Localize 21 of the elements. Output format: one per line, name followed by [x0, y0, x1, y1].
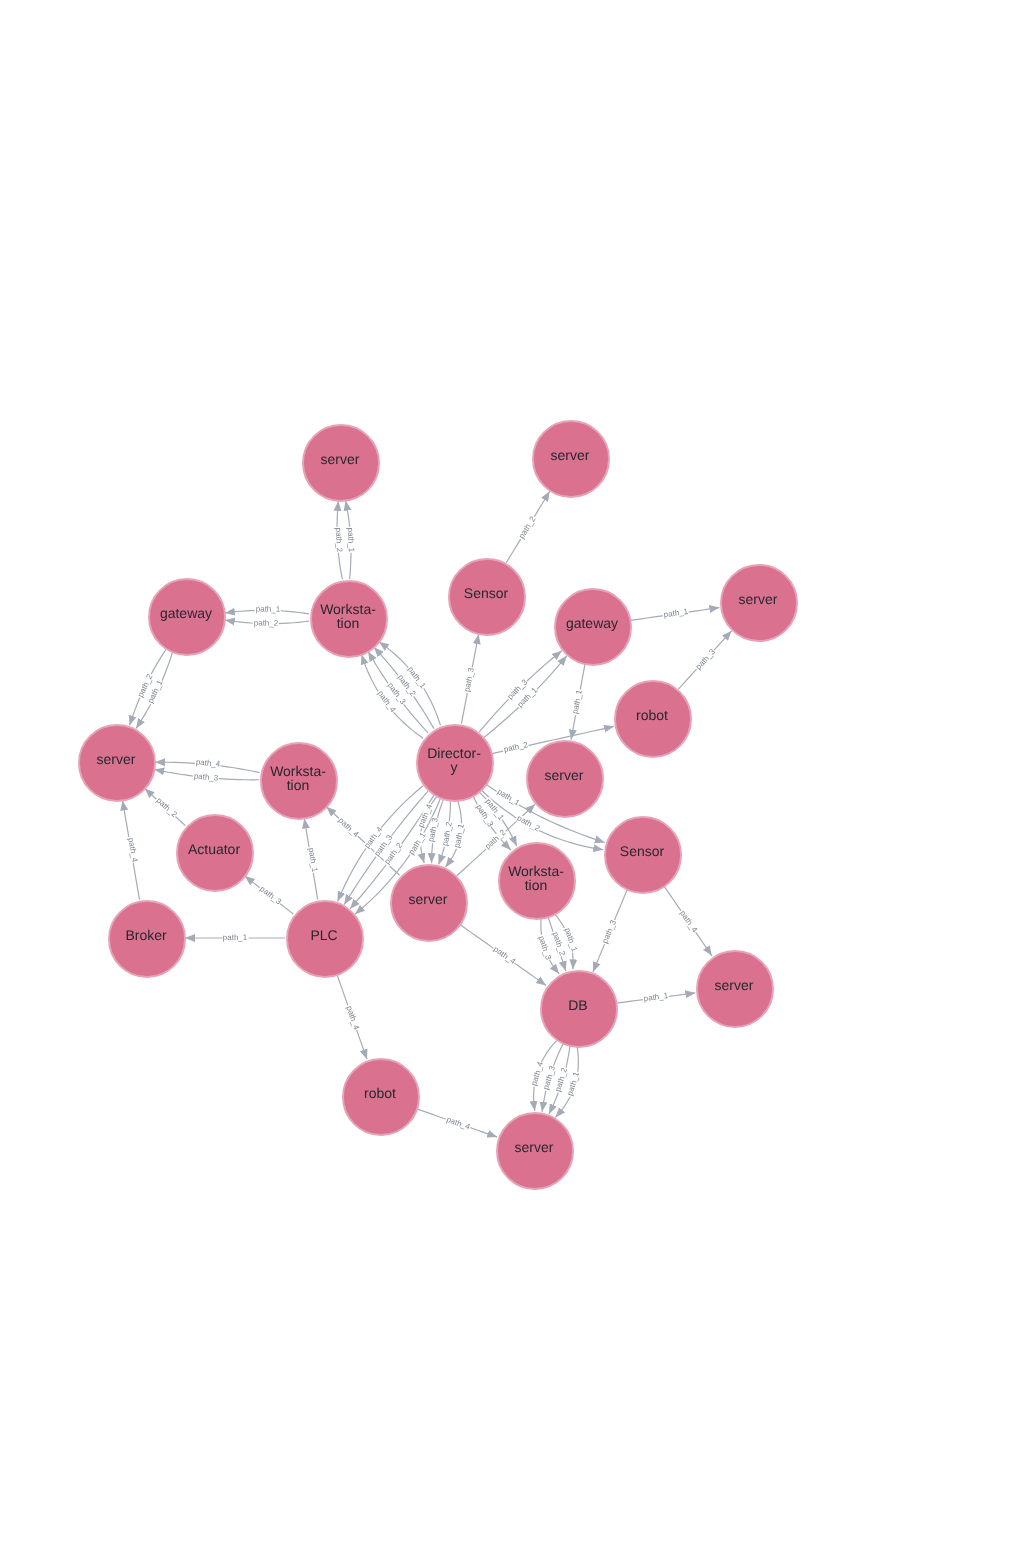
node-circle [603, 815, 681, 893]
node-circle [389, 863, 467, 941]
node-circle [107, 899, 185, 977]
node-circle [175, 813, 253, 891]
node-circle [553, 587, 631, 665]
node-circle [259, 741, 337, 819]
node-circle [341, 1057, 419, 1135]
node-circle [531, 419, 609, 497]
node-circle [525, 739, 603, 817]
node-circle [77, 723, 155, 801]
node-circle [285, 899, 363, 977]
node-circle [147, 577, 225, 655]
node-circle [539, 969, 617, 1047]
node-circle [309, 579, 387, 657]
node-circle [415, 723, 493, 801]
node-circle [719, 563, 797, 641]
node-circle [495, 1111, 573, 1189]
node-circle [613, 679, 691, 757]
node-circle [447, 557, 525, 635]
node-circle [301, 423, 379, 501]
node-circle [695, 949, 773, 1027]
